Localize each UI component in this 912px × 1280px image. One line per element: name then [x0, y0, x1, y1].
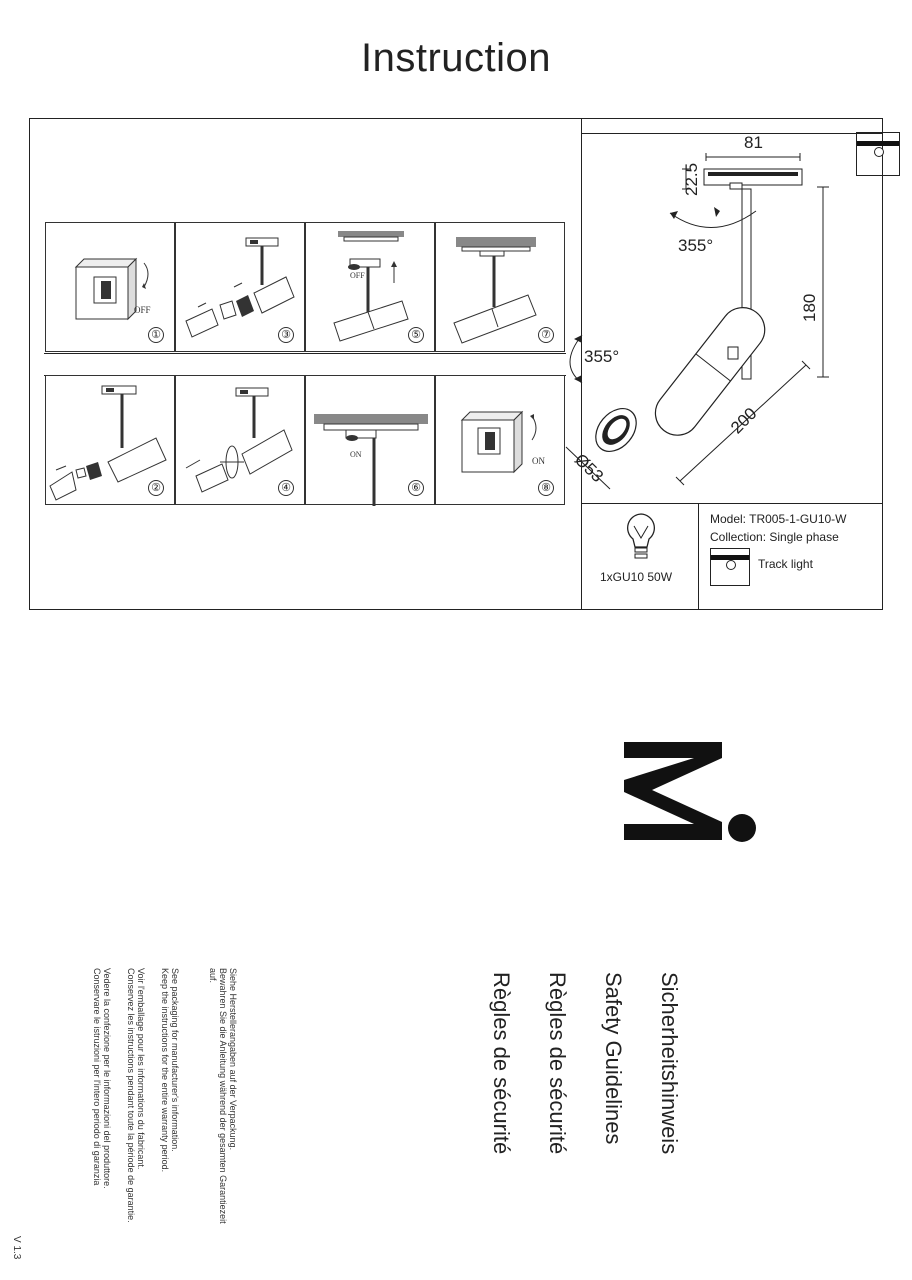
collection-label: Collection: Single phase	[710, 530, 839, 544]
step-5-note: OFF	[350, 271, 365, 280]
step-panel-6: ON ⑥	[305, 375, 435, 506]
safety-heading-de: Sicherheitshinweis	[657, 972, 682, 1155]
step-6-number: ⑥	[408, 480, 424, 496]
row-separator-top	[44, 353, 566, 354]
step-1-number: ①	[148, 327, 164, 343]
switch-off-illustration	[74, 257, 149, 321]
step-panel-1: OFF ①	[45, 222, 175, 352]
specs-divider	[581, 503, 883, 504]
safety-en-line-1: See packaging for manufacturer's informa…	[170, 968, 180, 1152]
safety-de-line-1: Siehe Herstellerangaben auf der Verpacku…	[228, 968, 238, 1151]
safety-de-line-2: Bewahren Sie die Anleitung während der g…	[218, 968, 228, 1224]
bulb-icon	[626, 513, 656, 559]
frame-divider-vertical	[581, 119, 582, 610]
step-7-number: ⑦	[538, 327, 554, 343]
ceiling-mounted-illustration	[453, 237, 537, 344]
step-8-number: ⑧	[538, 480, 554, 496]
safety-block-en: See packaging for manufacturer's informa…	[160, 968, 180, 1172]
ring-attach-illustration	[185, 387, 293, 493]
rotation-top-label: 355°	[678, 236, 714, 255]
lamp-assembly-illustration	[185, 237, 295, 338]
track-light-small-icon	[710, 548, 750, 586]
top-right-divider	[581, 133, 883, 134]
model-label: Model: TR005-1-GU10-W	[710, 512, 847, 526]
step-1-note: OFF	[134, 305, 151, 315]
safety-block-fr: Voir l'emballage pour les informations d…	[126, 968, 146, 1223]
step-4-number: ④	[278, 480, 294, 496]
step-5-number: ⑤	[408, 327, 424, 343]
step-6-note: ON	[350, 450, 362, 459]
adapter-height-dimension: 22.5	[682, 162, 701, 196]
step-8-note: ON	[532, 456, 545, 466]
width-dimension: 81	[744, 133, 763, 152]
step-panel-8: ON ⑧	[435, 375, 565, 505]
ceiling-mount-on-illustration	[314, 414, 428, 506]
brand-logo	[624, 742, 756, 842]
step-3-number: ③	[278, 327, 294, 343]
safety-it-line-1: Vedere la confezione per le informazioni…	[102, 968, 112, 1189]
bulb-spec: 1xGU10 50W	[600, 570, 673, 584]
safety-block-it: Vedere la confezione per le informazioni…	[92, 968, 112, 1189]
safety-heading-fr: Règles de sécurité	[545, 972, 570, 1155]
version-label: V 1.3	[11, 1236, 22, 1260]
step-panel-5: OFF ⑤	[305, 222, 435, 352]
page-title: Instruction	[360, 36, 552, 80]
height-dimension: 180	[800, 293, 819, 322]
track-light-icon	[856, 132, 900, 176]
switch-on-illustration	[460, 410, 537, 474]
safety-heading-en: Safety Guidelines	[601, 972, 626, 1145]
specs-divider-vertical	[698, 503, 699, 610]
step-panel-3: ③	[175, 222, 305, 352]
safety-it-line-2: Conservare le istruzioni per l'intero pe…	[92, 968, 102, 1186]
safety-de-line-3: auf.	[208, 968, 218, 984]
track-light-label: Track light	[758, 557, 813, 571]
step-panel-2: ②	[45, 375, 175, 505]
safety-block-de: Siehe Herstellerangaben auf der Verpacku…	[208, 968, 238, 1224]
bulb-insert-illustration	[49, 385, 167, 501]
safety-en-line-2: Keep the instructions for the entire war…	[160, 968, 170, 1173]
safety-heading-fr-2: Règles de sécurité	[489, 972, 514, 1155]
safety-fr-line-2: Conservez les instructions pendant toute…	[126, 968, 136, 1223]
ceiling-mount-off-illustration	[333, 231, 409, 342]
product-dimension-drawing	[565, 153, 829, 490]
step-panel-7: ⑦	[435, 222, 565, 352]
step-2-number: ②	[148, 480, 164, 496]
safety-fr-line-1: Voir l'emballage pour les informations d…	[136, 968, 146, 1170]
step-panel-4: ④	[175, 375, 305, 505]
rotation-side-label: 355°	[584, 347, 620, 366]
